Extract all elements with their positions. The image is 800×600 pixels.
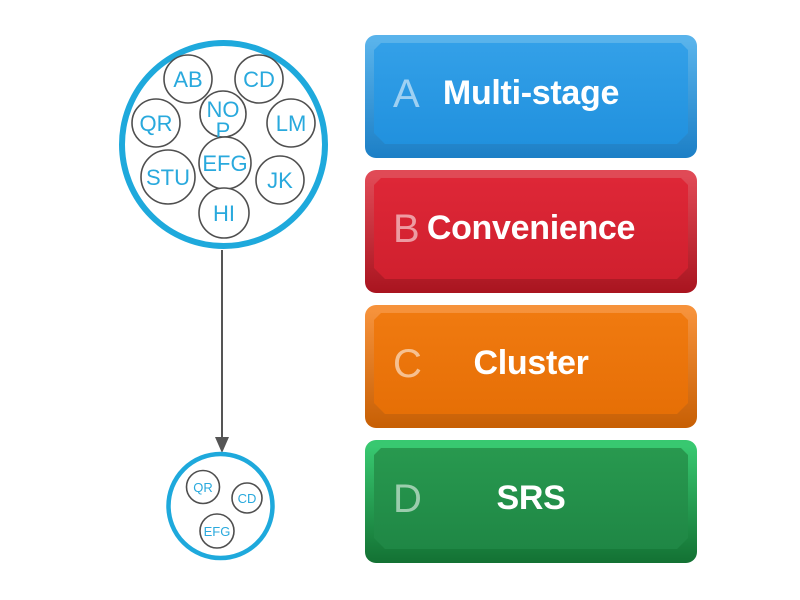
member-circle <box>185 469 221 505</box>
arrow-head-icon <box>215 437 229 453</box>
option-face: A Multi-stage <box>374 43 688 144</box>
member-label: STU <box>146 165 190 190</box>
sample-member-cd: CD <box>231 482 263 514</box>
member-circle <box>231 482 263 514</box>
option-letter: B <box>393 206 420 251</box>
option-face: D SRS <box>374 448 688 549</box>
option-d-button[interactable]: D SRS <box>365 440 697 563</box>
population-member-lm: LM <box>266 98 316 148</box>
option-label: SRS <box>496 479 566 517</box>
option-face: B Convenience <box>374 178 688 279</box>
option-a-button[interactable]: A Multi-stage <box>365 35 697 158</box>
option-c-button[interactable]: C Cluster <box>365 305 697 428</box>
option-letter: C <box>393 341 422 386</box>
option-label: Multi-stage <box>442 74 620 112</box>
member-label: CD <box>238 491 257 506</box>
option-label: Convenience <box>426 209 636 247</box>
member-circle <box>131 98 181 148</box>
option-letter: D <box>393 476 422 521</box>
member-circle <box>199 513 235 549</box>
member-label-line1: NO <box>207 97 240 122</box>
sample-member-qr: QR <box>185 469 221 505</box>
member-label: EFG <box>202 151 247 176</box>
population-member-stu: STU <box>140 149 196 205</box>
member-label: QR <box>140 111 173 136</box>
population-member-ab: AB <box>163 54 213 104</box>
population-member-hi: HI <box>198 187 250 239</box>
member-label: JK <box>267 168 293 193</box>
member-label: LM <box>276 111 307 136</box>
population-member-qr: QR <box>131 98 181 148</box>
option-label: Cluster <box>473 344 589 382</box>
member-label: HI <box>213 201 235 226</box>
option-face: C Cluster <box>374 313 688 414</box>
sample-member-efg: EFG <box>199 513 235 549</box>
member-circle <box>140 149 196 205</box>
member-label: QR <box>193 480 213 495</box>
answer-options: A Multi-stage B Convenience C Cluster D … <box>365 35 697 563</box>
population-member-efg: EFG <box>198 136 252 190</box>
member-label: EFG <box>204 524 231 539</box>
member-circle <box>163 54 213 104</box>
member-circle <box>234 54 284 104</box>
member-label: AB <box>173 67 202 92</box>
member-circle <box>255 155 305 205</box>
member-circle <box>198 187 250 239</box>
member-label: CD <box>243 67 275 92</box>
option-b-button[interactable]: B Convenience <box>365 170 697 293</box>
option-letter: A <box>393 71 420 116</box>
member-circle <box>266 98 316 148</box>
population-member-jk: JK <box>255 155 305 205</box>
population-member-cd: CD <box>234 54 284 104</box>
